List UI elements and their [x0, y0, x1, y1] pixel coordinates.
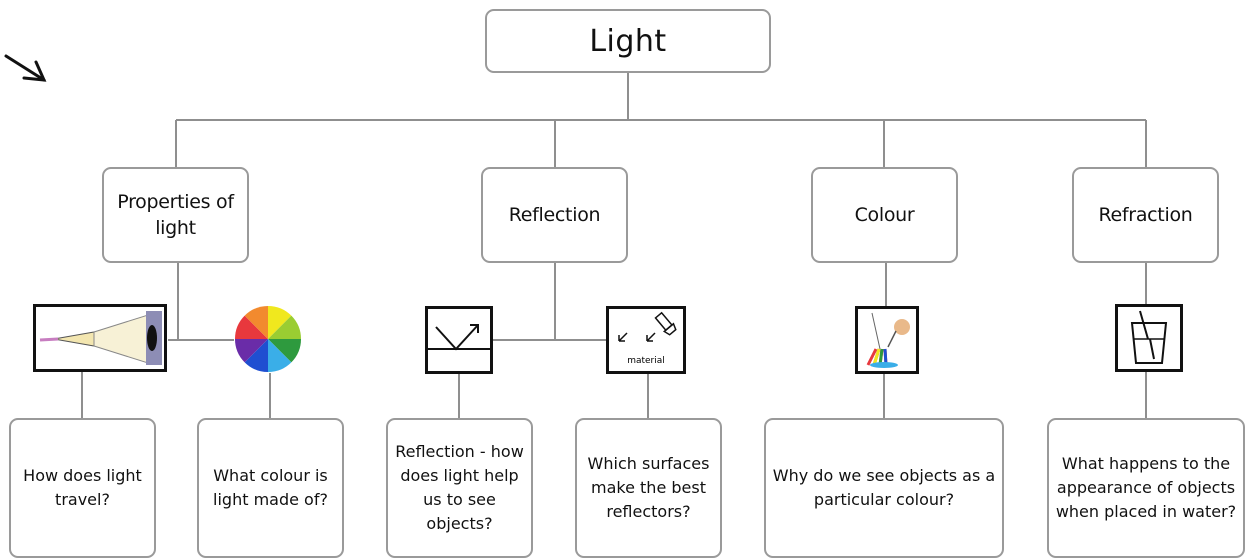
torch-icon [654, 311, 677, 336]
colour-wheel-icon [234, 305, 302, 373]
torch-material-icon: material [606, 306, 686, 374]
colour-wheel-segment [268, 339, 301, 363]
question-box: What happens to the appearance of object… [1047, 418, 1245, 558]
colour-wheel-segment [268, 306, 292, 339]
question-box: How does light travel? [9, 418, 156, 558]
colour-wheel-segment [244, 306, 268, 339]
colour-wheel-segment [235, 315, 268, 339]
question-box: Which surfaces make the best reflectors? [575, 418, 722, 558]
topic-refraction: Refraction [1072, 167, 1219, 263]
colour-wheel-segments [235, 306, 301, 372]
root-node: Light [485, 9, 771, 73]
arrow-icon [4, 54, 47, 82]
question-text: What happens to the appearance of object… [1055, 454, 1237, 521]
question-text: How does light travel? [23, 466, 142, 509]
light-beam-icon [33, 304, 167, 372]
topic-label: Reflection [508, 204, 601, 226]
question-box: Reflection - how does light help us to s… [386, 418, 533, 558]
question-text: Why do we see objects as a particular co… [772, 466, 996, 509]
question-box: Why do we see objects as a particular co… [764, 418, 1004, 558]
prism-spectrum-icon [855, 306, 919, 374]
topic-label: Colour [854, 204, 915, 226]
root-title: Light [589, 23, 667, 59]
material-label: material [627, 356, 665, 366]
question-box: What colour is light made of? [197, 418, 344, 558]
colour-wheel-segment [244, 339, 268, 372]
topic-properties-of-light: Properties of light [102, 167, 249, 263]
question-text: What colour is light made of? [213, 466, 328, 509]
topic-reflection: Reflection [481, 167, 628, 263]
topic-colour: Colour [811, 167, 958, 263]
topic-label: Properties of light [117, 191, 234, 239]
question-text: Reflection - how does light help us to s… [395, 442, 524, 533]
mirror-reflection-icon [425, 306, 493, 374]
topic-label: Refraction [1098, 204, 1193, 226]
colour-wheel-segment [268, 315, 301, 339]
colour-wheel-segment [268, 339, 292, 372]
question-text: Which surfaces make the best reflectors? [587, 454, 710, 521]
glass-of-water-icon [1115, 304, 1183, 372]
colour-wheel-segment [235, 339, 268, 363]
